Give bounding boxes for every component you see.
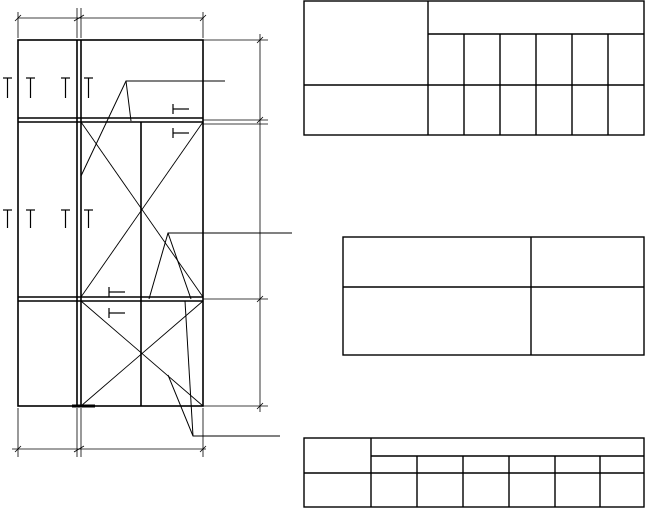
brace-upper-2 xyxy=(80,121,204,298)
frame-outline xyxy=(17,39,204,407)
leader-middle-branch xyxy=(167,232,192,300)
x-bracing xyxy=(80,121,204,407)
brace-lower-2 xyxy=(80,300,204,407)
leader-lower-branch xyxy=(184,300,194,437)
leader-middle xyxy=(148,232,292,300)
table-bottom xyxy=(303,437,645,508)
marker-row-2 xyxy=(3,209,93,228)
dimension-lines xyxy=(12,8,268,457)
marker-row-1 xyxy=(3,77,93,98)
table-middle xyxy=(342,236,645,356)
marker-sideways xyxy=(108,104,189,318)
frame-elevation xyxy=(17,39,204,408)
leader-lines xyxy=(80,80,292,437)
leader-upper-branch xyxy=(125,80,132,122)
table-top xyxy=(303,0,645,136)
section-markers xyxy=(3,77,189,318)
